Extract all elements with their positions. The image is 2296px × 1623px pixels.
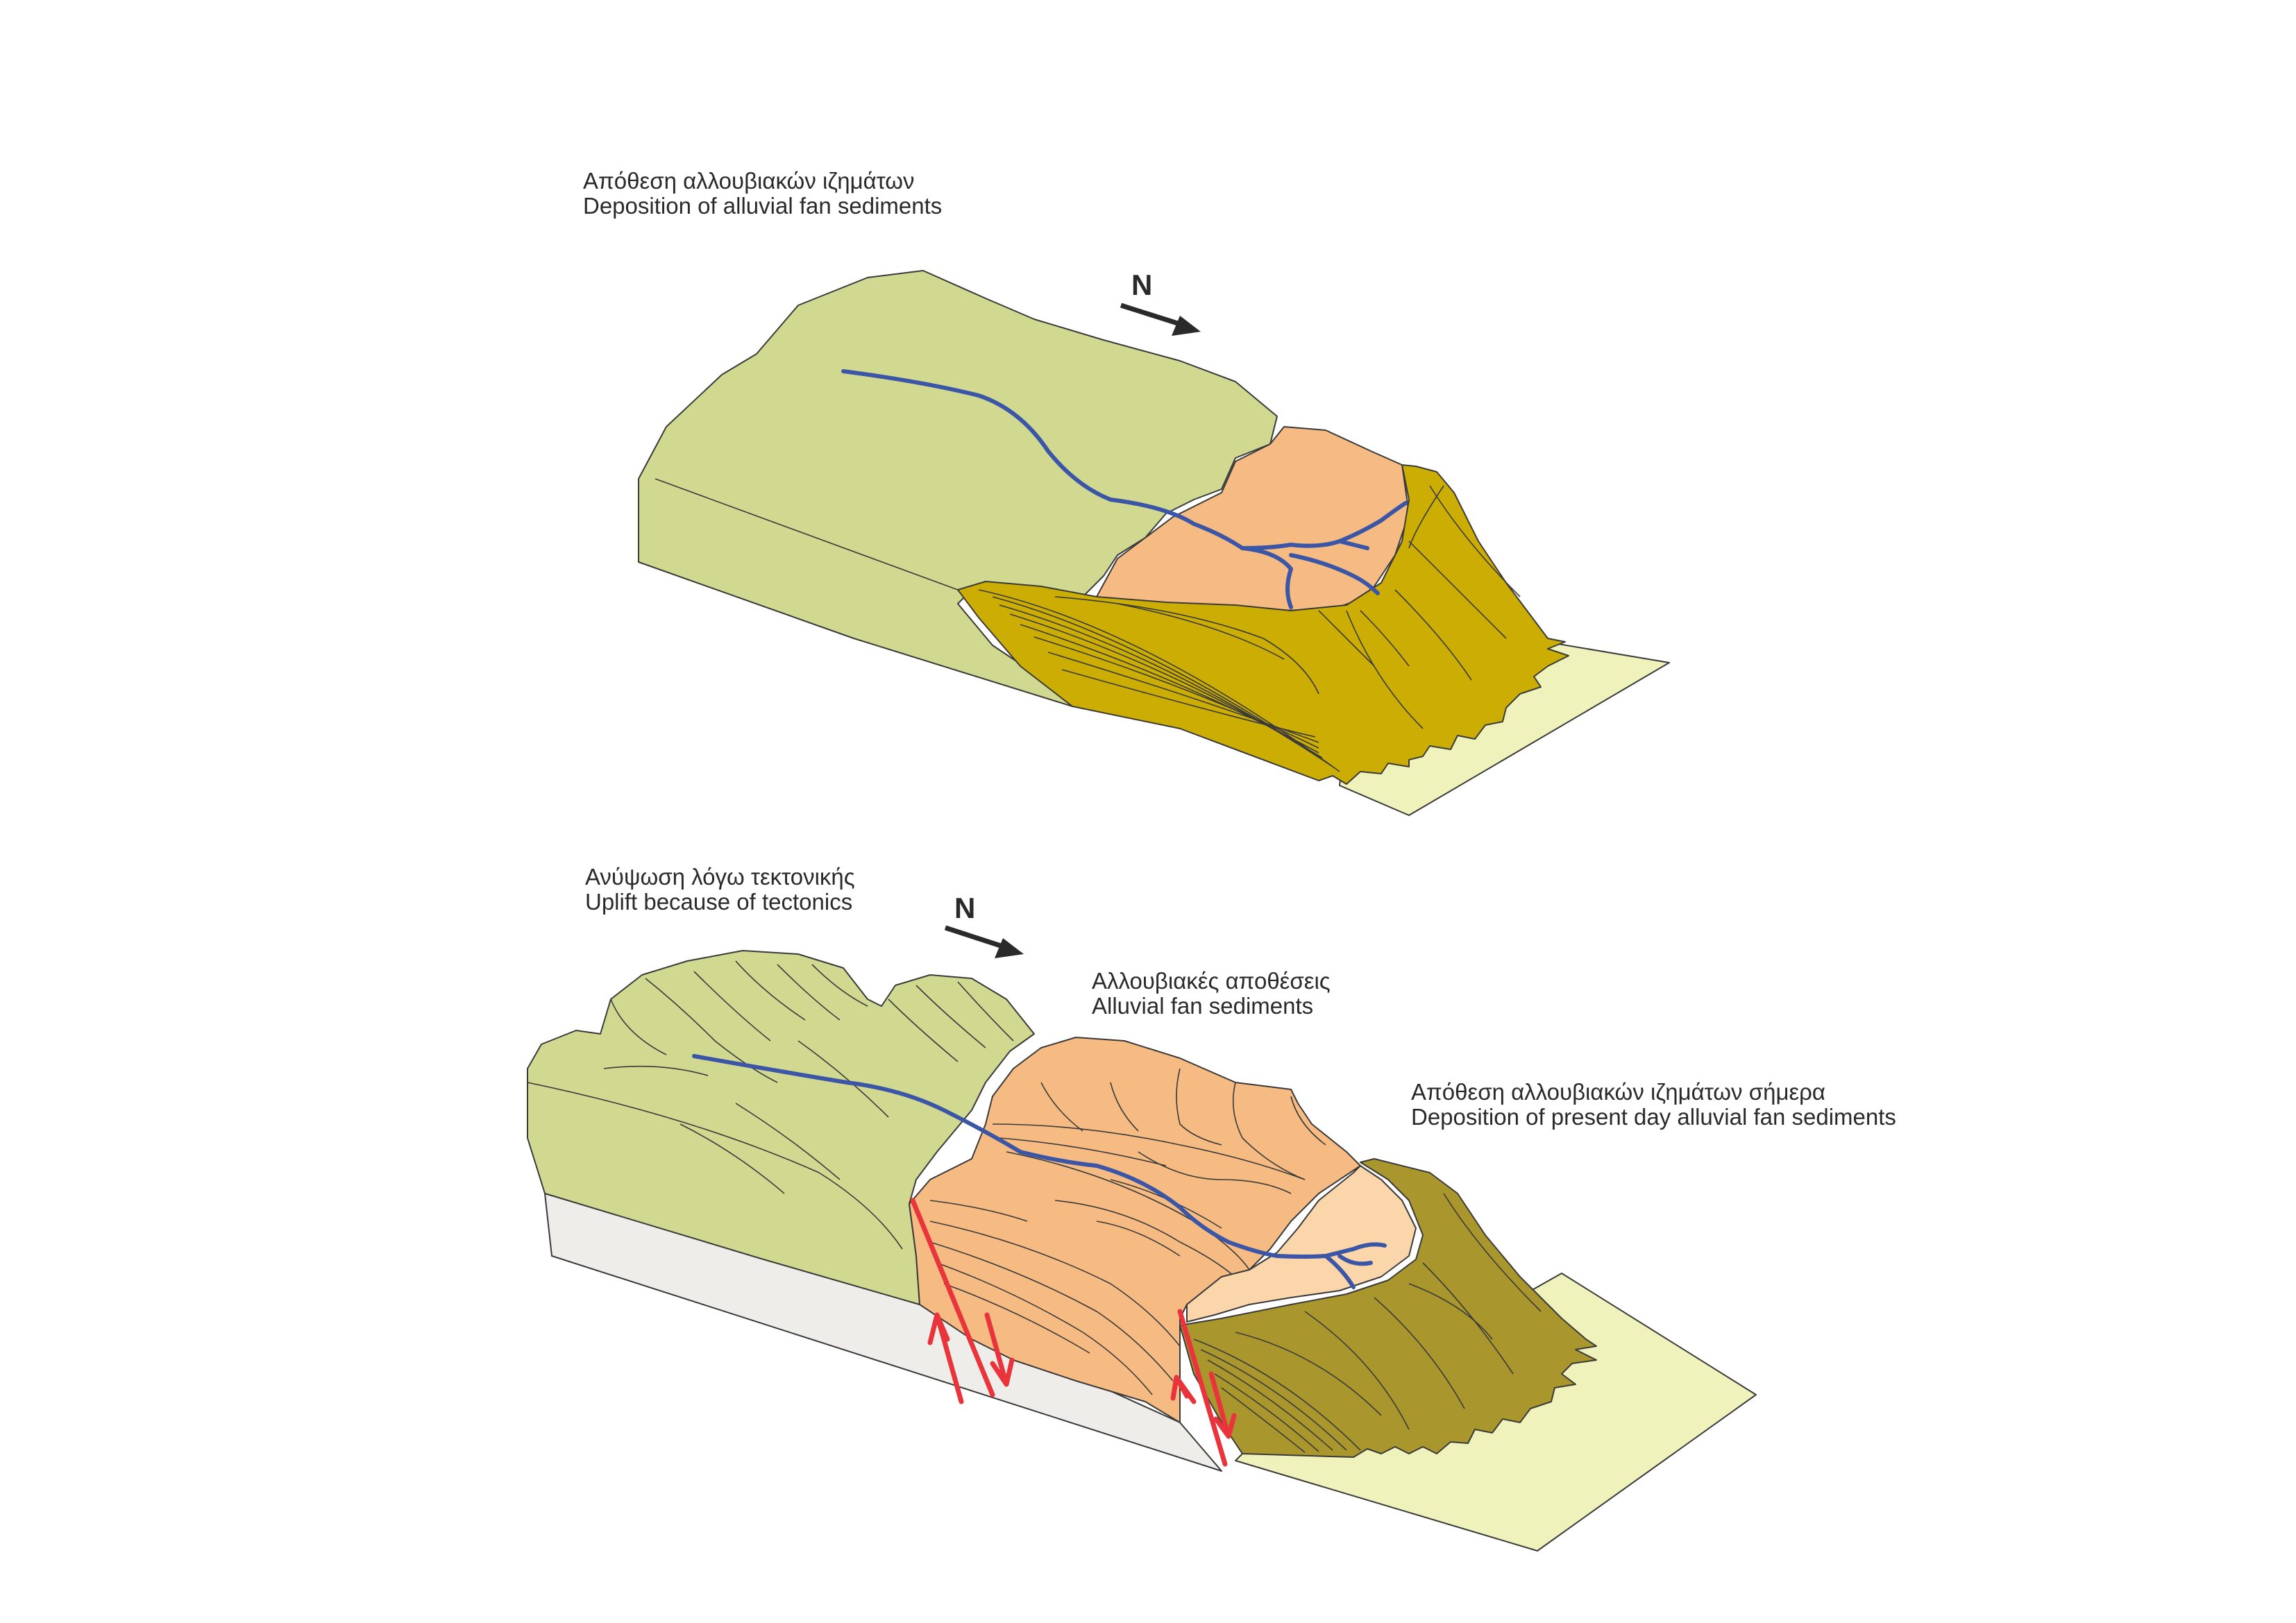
bottom-fan-stratification [929, 1068, 1326, 1395]
present-label-english: Deposition of present day alluvial fan s… [1411, 1104, 1896, 1130]
present-label-greek: Απόθεση αλλουβιακών ιζημάτων σήμερα [1411, 1079, 1825, 1105]
bottom-river-branch-1 [1324, 1254, 1356, 1289]
top-river [841, 369, 1408, 550]
bottom-recent-sediments [1186, 1165, 1417, 1323]
top-river-branch-1 [1240, 546, 1293, 609]
fault-right-line [1177, 1309, 1228, 1467]
top-north-arrow-head [1172, 316, 1201, 336]
fan-label-english: Alluvial fan sediments [1092, 993, 1313, 1019]
bottom-north-arrow: N [944, 892, 1024, 958]
fault-left-line [910, 1198, 995, 1397]
bottom-north-letter: N [954, 892, 975, 924]
top-block-edge-line [655, 478, 959, 590]
bottom-present-fan [1179, 1158, 1597, 1458]
top-north-arrow-shaft [1120, 303, 1181, 327]
bottom-river-branch-2 [1351, 1242, 1387, 1251]
bottom-label-greek: Ανύψωση λόγω τεκτονικής [585, 864, 855, 890]
top-river-branch-3 [1337, 539, 1369, 550]
top-label-english: Deposition of alluvial fan sediments [583, 193, 942, 219]
fault-left-up-arrow [927, 1312, 964, 1404]
fault-right-down-arrow [1208, 1371, 1237, 1439]
bottom-river-branch-3 [1337, 1254, 1373, 1266]
top-north-arrow: N [1120, 269, 1201, 336]
bottom-north-arrow-shaft [944, 925, 1004, 949]
bottom-river [692, 1054, 1356, 1259]
bottom-panel: Ανύψωση λόγω τεκτονικής Uplift because o… [527, 864, 1896, 1552]
bottom-uplifted-fan [909, 1037, 1361, 1423]
bottom-present-fan-lines [1193, 1193, 1542, 1453]
top-fan-stratification [978, 485, 1521, 772]
fault-left-down-arrow [984, 1312, 1015, 1387]
bottom-label-english: Uplift because of tectonics [585, 889, 852, 915]
top-alluvial-fan [957, 464, 1569, 785]
fan-label-greek: Αλλουβιακές αποθέσεις [1092, 968, 1331, 994]
top-panel: Απόθεση αλλουβιακών ιζημάτων Deposition … [583, 168, 1670, 816]
top-river-branch-2 [1289, 553, 1380, 595]
bottom-upland-contours [527, 960, 1014, 1250]
top-north-letter: N [1131, 269, 1152, 301]
top-label-greek: Απόθεση αλλουβιακών ιζημάτων [583, 168, 915, 194]
top-upland-block [638, 270, 1278, 707]
fault-left [910, 1198, 1015, 1404]
fault-right-up-arrow [1170, 1375, 1197, 1404]
bottom-north-arrow-head [995, 938, 1024, 958]
fault-right [1170, 1309, 1237, 1467]
